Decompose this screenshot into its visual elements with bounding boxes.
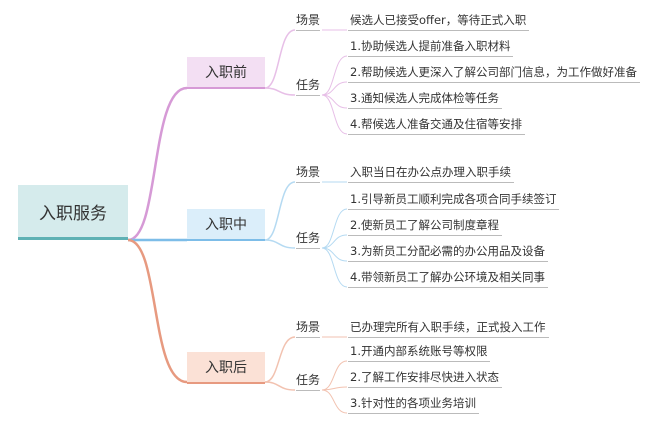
- task-item: 3.针对性的各项业务培训: [348, 396, 479, 414]
- task-item: 2.帮助候选人更深入了解公司部门信息，为工作做好准备: [348, 65, 640, 83]
- root-node: 入职服务: [18, 185, 128, 240]
- stage-node-onboarding-day: 入职中: [187, 209, 265, 241]
- tasks-label: 任务: [296, 231, 321, 249]
- task-item: 1.引导新员工顺利完成各项合同手续签订: [348, 192, 560, 210]
- scene-text: 入职当日在办公点办理入职手续: [348, 165, 514, 183]
- scene-label: 场景: [296, 320, 321, 338]
- scene-label: 场景: [296, 165, 321, 183]
- task-item: 4.帮候选人准备交通及住宿等安排: [348, 117, 525, 135]
- task-item: 2.了解工作安排尽快进入状态: [348, 370, 502, 388]
- scene-label: 场景: [296, 13, 321, 31]
- link-root-stage-3: [127, 238, 188, 384]
- scene-text: 候选人已接受offer，等待正式入职: [348, 13, 530, 31]
- task-item: 2.使新员工了解公司制度章程: [348, 218, 502, 236]
- stage-node-post-onboarding: 入职后: [187, 352, 265, 384]
- task-item: 3.为新员工分配必需的办公用品及设备: [348, 244, 548, 262]
- scene-text: 已办理完所有入职手续，正式投入工作: [348, 320, 549, 338]
- task-item: 4.带领新员工了解办公环境及相关同事: [348, 270, 548, 288]
- task-item: 1.开通内部系统账号等权限: [348, 344, 491, 362]
- tasks-label: 任务: [296, 78, 321, 96]
- link-root-stage-1: [127, 86, 188, 242]
- task-item: 1.协助候选人提前准备入职材料: [348, 39, 514, 57]
- stage-node-pre-onboarding: 入职前: [187, 57, 265, 89]
- task-item: 3.通知候选人完成体检等任务: [348, 91, 502, 109]
- tasks-label: 任务: [296, 373, 321, 391]
